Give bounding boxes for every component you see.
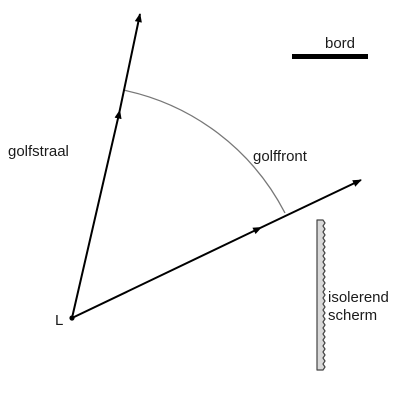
board-bar (292, 54, 368, 59)
label-bord: bord (325, 35, 355, 52)
wave-ray-lower (71, 179, 362, 319)
label-screen-line1: isolerend (328, 289, 389, 306)
label-screen-line2: scherm (328, 307, 377, 324)
insulating-screen (316, 219, 326, 371)
source-point (69, 315, 75, 321)
label-golfstraal: golfstraal (8, 143, 69, 160)
label-golffront: golffront (253, 148, 308, 165)
wave-ray-upper (71, 13, 142, 319)
label-source: L (55, 312, 63, 329)
